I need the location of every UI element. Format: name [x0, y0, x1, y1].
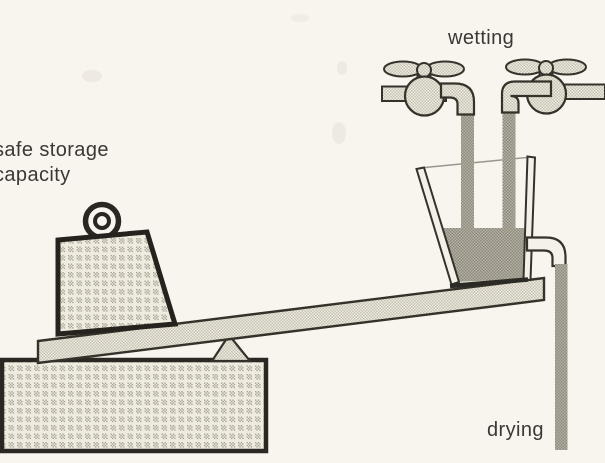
wetting-stream-right: [502, 111, 516, 229]
bucket-bottom: [449, 277, 529, 289]
right-tap-handle-hub: [538, 60, 554, 76]
overflow-pipe: [525, 236, 567, 268]
balance-beam: [36, 276, 546, 365]
bucket-water: [441, 228, 526, 282]
wetting-label: wetting: [447, 27, 514, 49]
left-tap-spout: [439, 82, 476, 116]
scan-smudges: [82, 14, 347, 144]
safe-storage-label-line1: safe storage: [0, 139, 109, 161]
fulcrum: [209, 333, 253, 363]
bucket: [415, 155, 537, 289]
bucket-wall-left: [415, 166, 461, 286]
ground-block: [0, 357, 269, 454]
safe-storage-label-line2: capacity: [0, 164, 71, 186]
storage-weight: [55, 229, 179, 337]
right-tap-spout: [500, 80, 553, 114]
left-tap-body: [403, 75, 446, 117]
drying-label: drying: [487, 419, 544, 441]
right-tap: [500, 58, 605, 115]
wetting-stream-left: [461, 113, 474, 229]
left-tap-handle-hub: [416, 62, 432, 78]
left-tap: [381, 60, 476, 117]
drying-stream: [555, 264, 568, 450]
